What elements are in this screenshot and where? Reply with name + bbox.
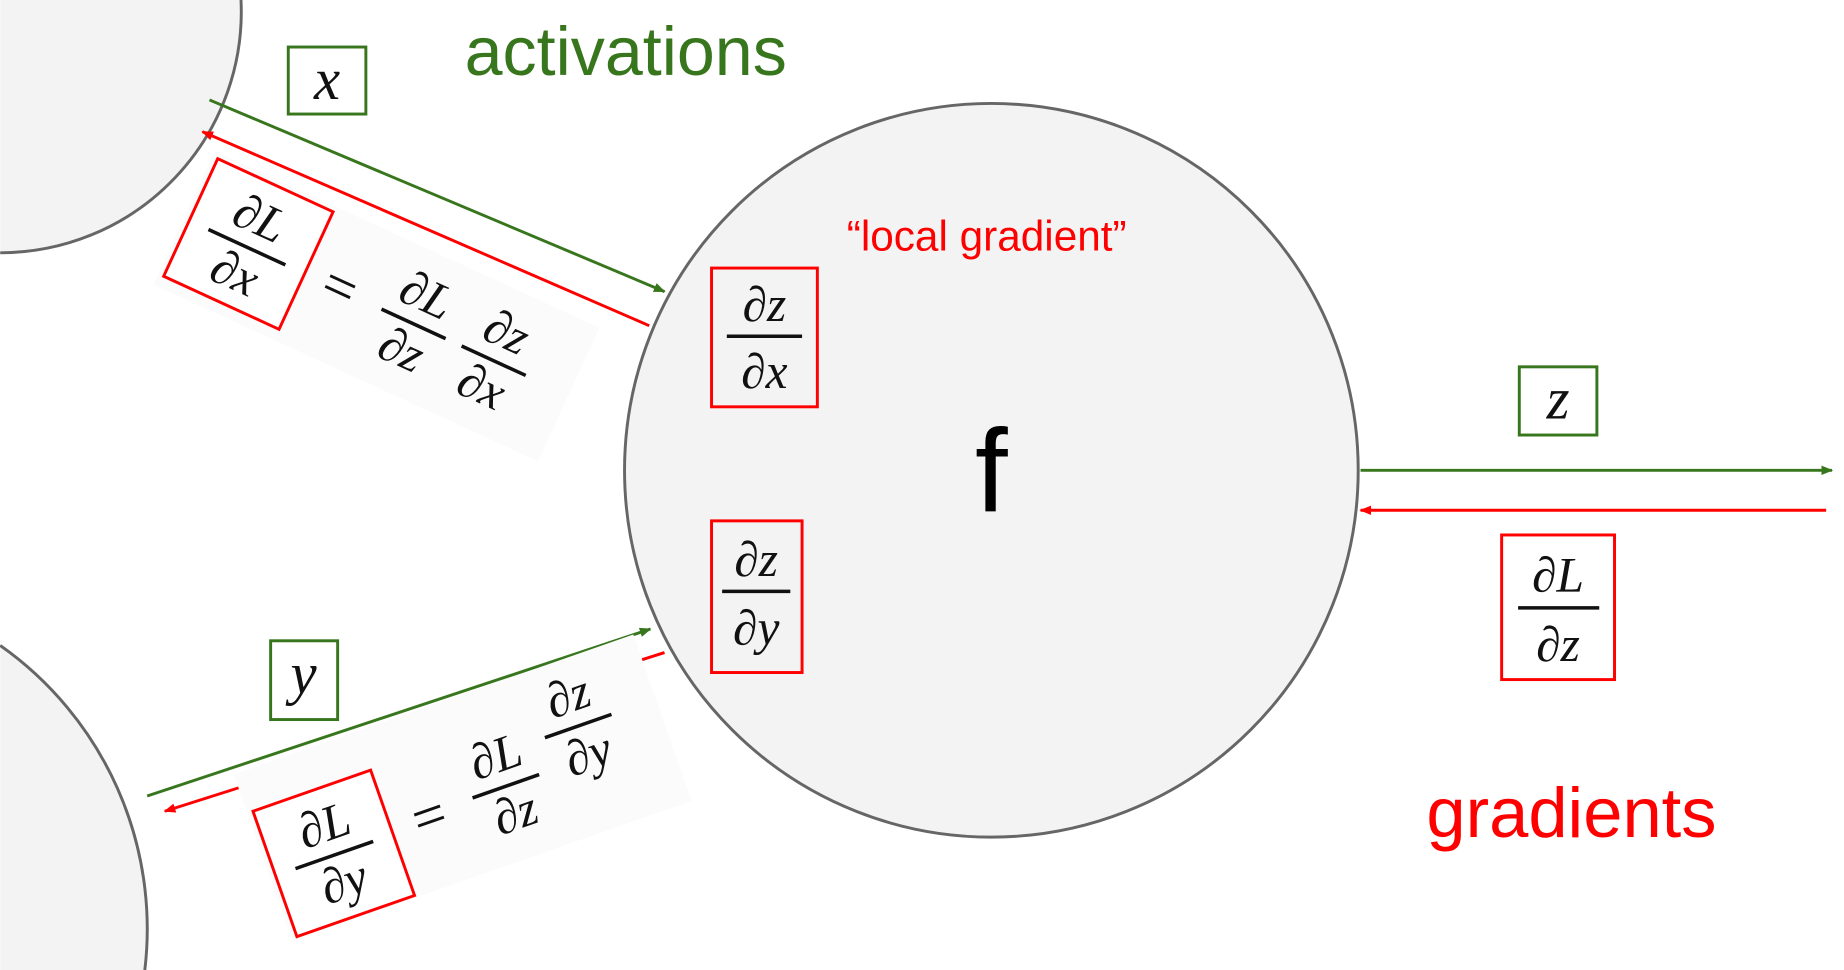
denominator: ∂x bbox=[741, 344, 787, 399]
variable-x: x bbox=[313, 47, 340, 112]
gradient-arrow-x bbox=[201, 130, 650, 328]
chain-rule-x: ∂L ∂x = ∂L ∂z ∂z ∂x bbox=[153, 150, 600, 462]
numerator: ∂z bbox=[734, 532, 778, 587]
function-label: f bbox=[975, 405, 1008, 536]
local-gradient-label: “local gradient” bbox=[847, 212, 1127, 259]
variable-z-box: z bbox=[1517, 365, 1599, 437]
activations-label: activations bbox=[465, 14, 787, 90]
activation-arrow-x bbox=[208, 98, 666, 293]
variable-x-box: x bbox=[286, 45, 368, 116]
numerator: ∂z bbox=[743, 277, 787, 332]
variable-y-box: y bbox=[269, 639, 340, 722]
numerator: ∂L bbox=[1532, 547, 1584, 602]
upstream-node-y bbox=[0, 644, 149, 970]
chain-rule-y: ∂L ∂y = ∂L ∂z ∂z ∂y bbox=[233, 634, 692, 941]
activation-arrow-y bbox=[146, 627, 652, 798]
variable-y: y bbox=[286, 642, 318, 707]
upstream-gradient-dL-dz: ∂L ∂z bbox=[1500, 533, 1616, 682]
denominator: ∂y bbox=[733, 600, 779, 655]
denominator: ∂z bbox=[1536, 617, 1580, 672]
variable-z: z bbox=[1546, 367, 1570, 432]
upstream-node-x bbox=[0, 0, 243, 255]
local-gradient-dz-dx: ∂z ∂x bbox=[710, 266, 819, 409]
gradients-label: gradients bbox=[1426, 773, 1716, 852]
local-gradient-dz-dy: ∂z ∂y bbox=[710, 519, 804, 675]
